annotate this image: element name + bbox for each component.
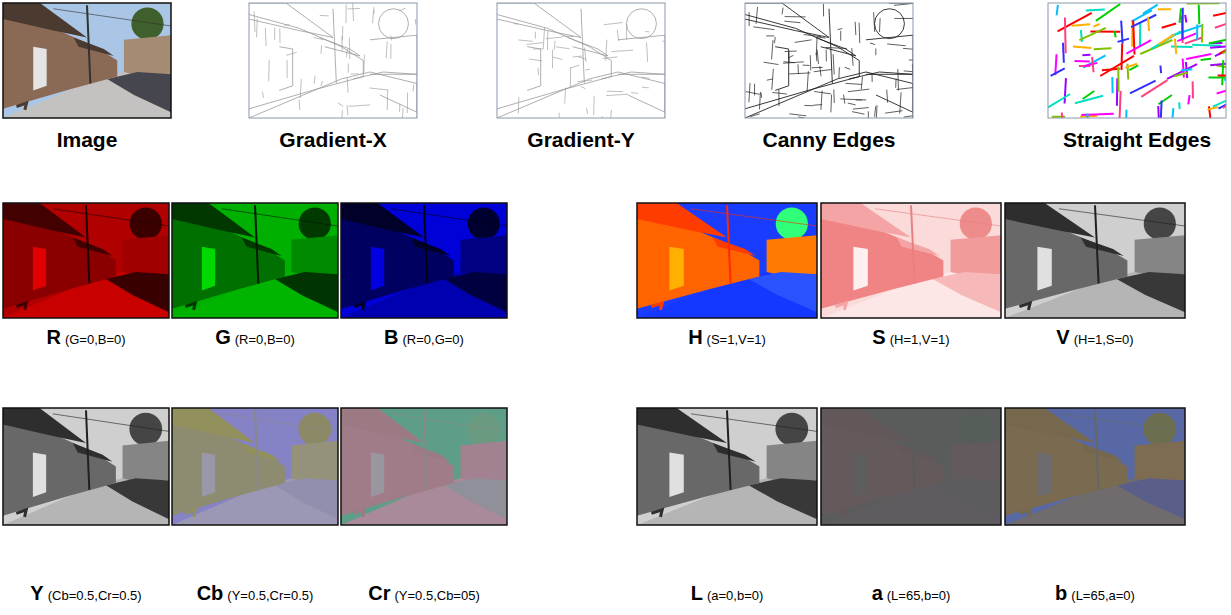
panel-caption: R (G=0,B=0) xyxy=(46,326,125,348)
channel-parameters: (S=1,V=1) xyxy=(707,332,766,347)
channel-name: Cb xyxy=(197,582,224,604)
channel-name: L xyxy=(691,582,703,604)
panel-caption: Cb(Y=0.5,Cr=0.5) xyxy=(197,582,314,604)
channel-name: Straight Edges xyxy=(1063,128,1211,151)
image-panel xyxy=(3,408,169,525)
panel-caption: Straight Edges xyxy=(1063,128,1211,151)
image-panel xyxy=(497,3,682,129)
image-panel xyxy=(172,203,338,318)
image-panel xyxy=(821,408,1001,525)
channel-name: S xyxy=(872,326,885,348)
panel-caption: G (R=0,B=0) xyxy=(215,326,295,348)
channel-name: G xyxy=(215,326,231,348)
channel-parameters: (Y=0.5,Cr=0.5) xyxy=(227,588,313,603)
panel-caption: Cr (Y=0.5,Cb=05) xyxy=(368,582,480,604)
channel-parameters: (Cb=0.5,Cr=0.5) xyxy=(48,588,142,603)
image-panel xyxy=(1048,3,1231,152)
channel-name: Canny Edges xyxy=(762,128,895,151)
image-panel xyxy=(1005,203,1185,318)
panel-caption: V (H=1,S=0) xyxy=(1056,326,1133,348)
image-panel xyxy=(1005,408,1185,525)
panel-caption: Canny Edges xyxy=(762,128,895,151)
panel-caption: Y (Cb=0.5,Cr=0.5) xyxy=(30,582,141,604)
channel-name: Cr xyxy=(368,582,390,604)
channel-parameters: (R=0,B=0) xyxy=(235,332,295,347)
channel-parameters: (H=1,S=0) xyxy=(1074,332,1134,347)
channel-name: R xyxy=(46,326,60,348)
panel-caption: b (L=65,a=0) xyxy=(1055,582,1135,604)
panel-caption: L (a=0,b=0) xyxy=(691,582,764,604)
channel-name: a xyxy=(872,582,883,604)
image-panel xyxy=(341,408,507,525)
channel-name: Gradient-Y xyxy=(527,128,634,151)
channel-parameters: (L=65,b=0) xyxy=(887,588,951,603)
channel-parameters: (G=0,B=0) xyxy=(65,332,126,347)
channel-parameters: (R=0,G=0) xyxy=(403,332,464,347)
panel-caption: H (S=1,V=1) xyxy=(688,326,766,348)
image-panel xyxy=(637,408,817,525)
channel-name: Y xyxy=(30,582,43,604)
channel-name: H xyxy=(688,326,702,348)
image-panel xyxy=(172,408,338,525)
channel-name: V xyxy=(1056,326,1069,348)
channel-parameters: (H=1,V=1) xyxy=(890,332,950,347)
panel-caption: a (L=65,b=0) xyxy=(872,582,951,604)
image-panel xyxy=(3,3,171,118)
image-panel xyxy=(249,3,417,132)
channel-name: Image xyxy=(57,128,118,151)
panel-caption: Gradient-X xyxy=(279,128,386,151)
panel-caption: Image xyxy=(57,128,118,151)
image-panel xyxy=(637,203,817,318)
channel-parameters: (a=0,b=0) xyxy=(707,588,763,603)
image-panel xyxy=(3,203,169,318)
channel-name: Gradient-X xyxy=(279,128,386,151)
panel-caption: S (H=1,V=1) xyxy=(872,326,949,348)
image-panel xyxy=(745,3,924,131)
panel-caption: B (R=0,G=0) xyxy=(384,326,464,348)
channel-name: B xyxy=(384,326,398,348)
panel-caption: Gradient-Y xyxy=(527,128,634,151)
image-panel xyxy=(341,203,507,318)
channel-parameters: (Y=0.5,Cb=05) xyxy=(394,588,479,603)
image-panel xyxy=(821,203,1001,318)
channel-name: b xyxy=(1055,582,1067,604)
channel-parameters: (L=65,a=0) xyxy=(1071,588,1135,603)
